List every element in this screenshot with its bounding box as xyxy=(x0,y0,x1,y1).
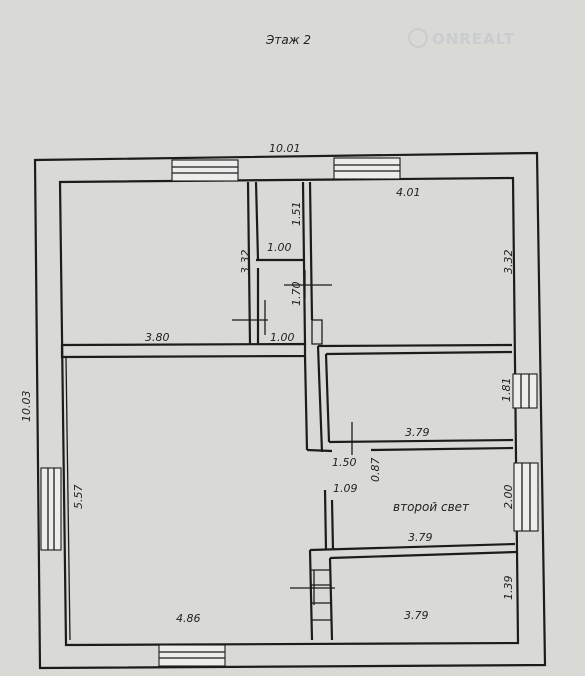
dim-bath-height: 1.51 xyxy=(290,202,303,227)
watermark-logo-icon xyxy=(408,28,428,48)
dim-mid-room-width: 3.79 xyxy=(405,426,430,439)
dim-second-light-height: 2.00 xyxy=(502,485,515,510)
section-marks xyxy=(232,270,353,605)
watermark-text: ONREALT xyxy=(432,30,515,48)
dim-tl-room-width: 3.80 xyxy=(145,331,170,344)
dim-left-height: 10.03 xyxy=(20,391,33,423)
window-right-upper xyxy=(512,373,538,409)
dim-hall-height: 0.87 xyxy=(369,458,382,483)
dim-big-room-width: 4.86 xyxy=(176,612,201,625)
window-top-left xyxy=(171,159,239,182)
dim-tl-room-height: 3.32 xyxy=(239,250,252,275)
outer-wall-outline xyxy=(33,151,547,670)
dim-tr-room-height: 3.32 xyxy=(502,250,515,275)
plan-title: Этаж 2 xyxy=(265,33,311,47)
dim-tr-room-width: 4.01 xyxy=(396,186,421,199)
window-bottom xyxy=(158,644,226,667)
dim-wc-height: 1.70 xyxy=(290,282,303,307)
window-top-right xyxy=(333,157,401,180)
dim-bath-width: 1.00 xyxy=(267,241,292,254)
dim-bottom-room-width: 3.79 xyxy=(404,609,429,622)
room-label-second-light: второй свет xyxy=(393,500,470,514)
dim-top-width: 10.01 xyxy=(269,142,301,155)
watermark: ONREALT xyxy=(408,28,515,48)
dim-wc-width: 1.00 xyxy=(270,331,295,344)
dim-bottom-room-height: 1.39 xyxy=(502,576,515,601)
dim-second-light-width: 3.79 xyxy=(408,531,433,544)
window-left xyxy=(40,467,62,551)
window-right-lower xyxy=(513,462,539,532)
dim-stair-width: 1.09 xyxy=(333,482,358,495)
dim-mid-room-height: 1.81 xyxy=(500,378,513,403)
dim-big-room-height: 5.57 xyxy=(72,485,85,510)
interior-walls xyxy=(60,181,517,641)
dim-hall-width: 1.50 xyxy=(332,456,357,469)
